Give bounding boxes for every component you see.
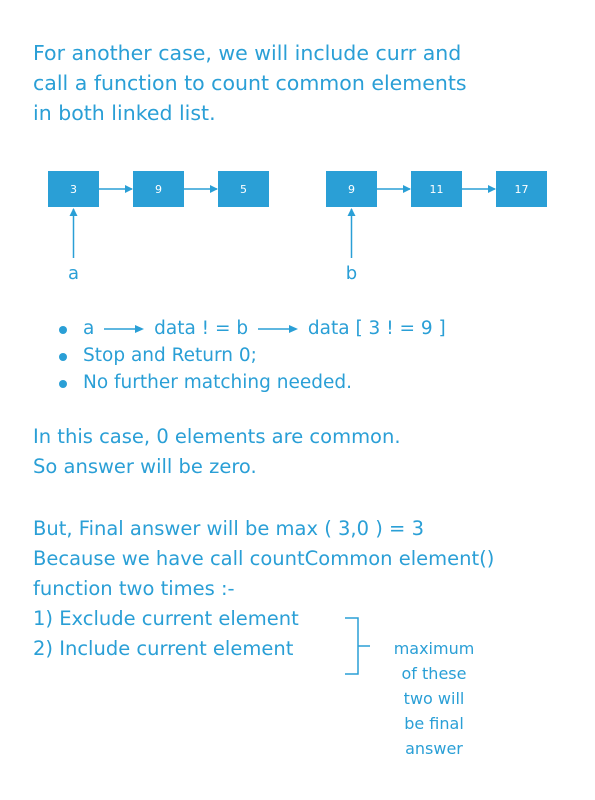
bullet-1-part-2: data ! = b: [154, 318, 249, 339]
list-a-node-1: 3: [48, 171, 99, 207]
list-b-node-2-value: 11: [430, 183, 444, 196]
final-line-1: But, Final answer will be max ( 3,0 ) = …: [33, 517, 424, 540]
side-note-line-5: answer: [405, 739, 463, 758]
list-b-node-2: 11: [411, 171, 462, 207]
linked-lists-diagram: 3 9 5 a 9 11 17 b: [48, 171, 547, 284]
bullet-1-part-1: a: [83, 318, 95, 339]
heading-line-1: For another case, we will include curr a…: [33, 41, 462, 65]
case-paragraph: In this case, 0 elements are common. So …: [33, 422, 401, 482]
side-note-line-4: be final: [404, 714, 464, 733]
right-arrow-icon: [104, 325, 145, 333]
heading: For another case, we will include curr a…: [33, 38, 467, 128]
bullet-item-1: a data ! = b data [ 3 ! = 9 ]: [55, 315, 446, 342]
list-b-node-3: 17: [496, 171, 547, 207]
final-line-5: 2) Include current element: [33, 637, 294, 660]
list-b-node-3-value: 17: [515, 183, 529, 196]
side-note-line-3: two will: [403, 689, 465, 708]
bullet-1-part-3: data [ 3 ! = 9 ]: [307, 318, 446, 339]
list-b-node-1-value: 9: [348, 183, 355, 196]
side-note-line-1: maximum: [393, 639, 475, 658]
list-a-node-3: 5: [218, 171, 269, 207]
case-line-1: In this case, 0 elements are common.: [33, 425, 401, 448]
list-b-node-1: 9: [326, 171, 377, 207]
bullet-item-2: Stop and Return 0;: [55, 342, 446, 369]
bracket-icon: [345, 617, 370, 675]
side-note: maximum of these two will be final answe…: [380, 636, 488, 761]
final-line-4: 1) Exclude current element: [33, 607, 299, 630]
pointer-b-label: b: [346, 263, 357, 284]
final-paragraph: But, Final answer will be max ( 3,0 ) = …: [33, 514, 494, 664]
case-line-2: So answer will be zero.: [33, 455, 257, 478]
bullet-item-3: No further matching needed.: [55, 369, 446, 396]
list-a-node-1-value: 3: [70, 183, 77, 196]
pointer-a-label: a: [68, 263, 79, 284]
list-a-node-3-value: 5: [240, 183, 247, 196]
heading-line-3: in both linked list.: [33, 101, 216, 125]
list-a-node-2-value: 9: [155, 183, 162, 196]
side-note-line-2: of these: [401, 664, 467, 683]
final-line-3: function two times :-: [33, 577, 235, 600]
right-arrow-icon: [258, 325, 298, 333]
heading-line-2: call a function to count common elements: [33, 71, 467, 95]
bullet-list: a data ! = b data [ 3 ! = 9 ] Stop and R…: [55, 315, 446, 396]
list-a-node-2: 9: [133, 171, 184, 207]
final-line-2: Because we have call countCommon element…: [33, 547, 495, 570]
